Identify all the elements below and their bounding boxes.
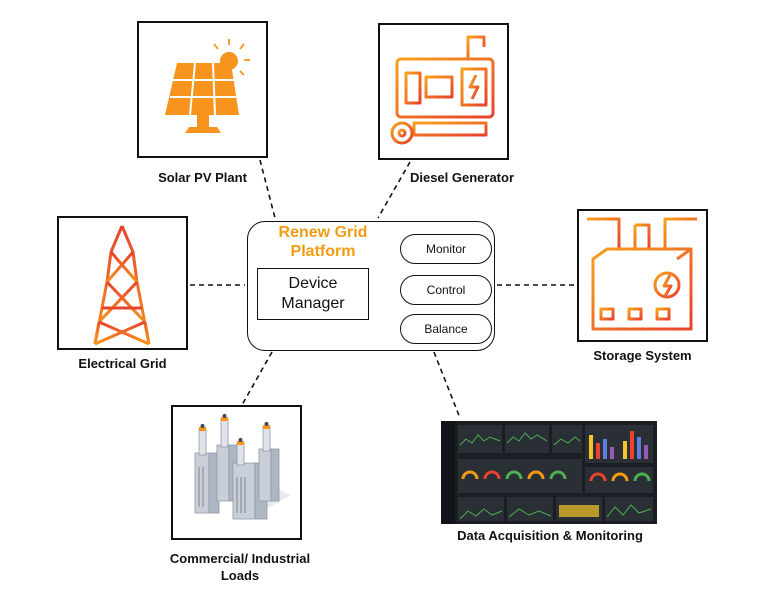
monitoring-dashboard-icon (441, 421, 653, 524)
battery-storage-icon (587, 217, 697, 331)
daq-label: Data Acquisition & Monitoring (457, 528, 643, 543)
loads-node (171, 405, 302, 540)
platform-title: Renew Grid Platform (278, 224, 368, 260)
balance-pill: Balance (400, 314, 492, 344)
connector-diesel (377, 161, 411, 219)
grid-node (57, 216, 188, 350)
grid-label: Electrical Grid (78, 356, 167, 371)
storage-label: Storage System (593, 348, 692, 363)
connector-daq (433, 351, 461, 419)
diesel-generator-icon (390, 35, 495, 149)
control-pill: Control (400, 275, 492, 305)
device-manager-line1: Device (288, 275, 338, 292)
solar-node (137, 21, 268, 158)
connector-solar (259, 159, 276, 219)
monitor-pill: Monitor (400, 234, 492, 264)
storage-node (577, 209, 708, 342)
connector-loads (241, 351, 273, 406)
industrial-plant-icon (193, 414, 291, 520)
device-manager-line2: Manager (281, 295, 345, 312)
device-manager: Device Manager (257, 268, 369, 320)
solar-label: Solar PV Plant (158, 170, 247, 185)
transmission-tower-icon (79, 225, 165, 346)
loads-label-line1: Commercial/ Industrial (169, 551, 311, 566)
diesel-node (378, 23, 509, 160)
loads-label-line2: Loads (220, 568, 260, 583)
solar-panel-icon (165, 39, 250, 133)
daq-node (441, 421, 657, 524)
diesel-label: Diesel Generator (409, 170, 515, 185)
loads-label: Commercial/ Industrial Loads (150, 550, 330, 584)
